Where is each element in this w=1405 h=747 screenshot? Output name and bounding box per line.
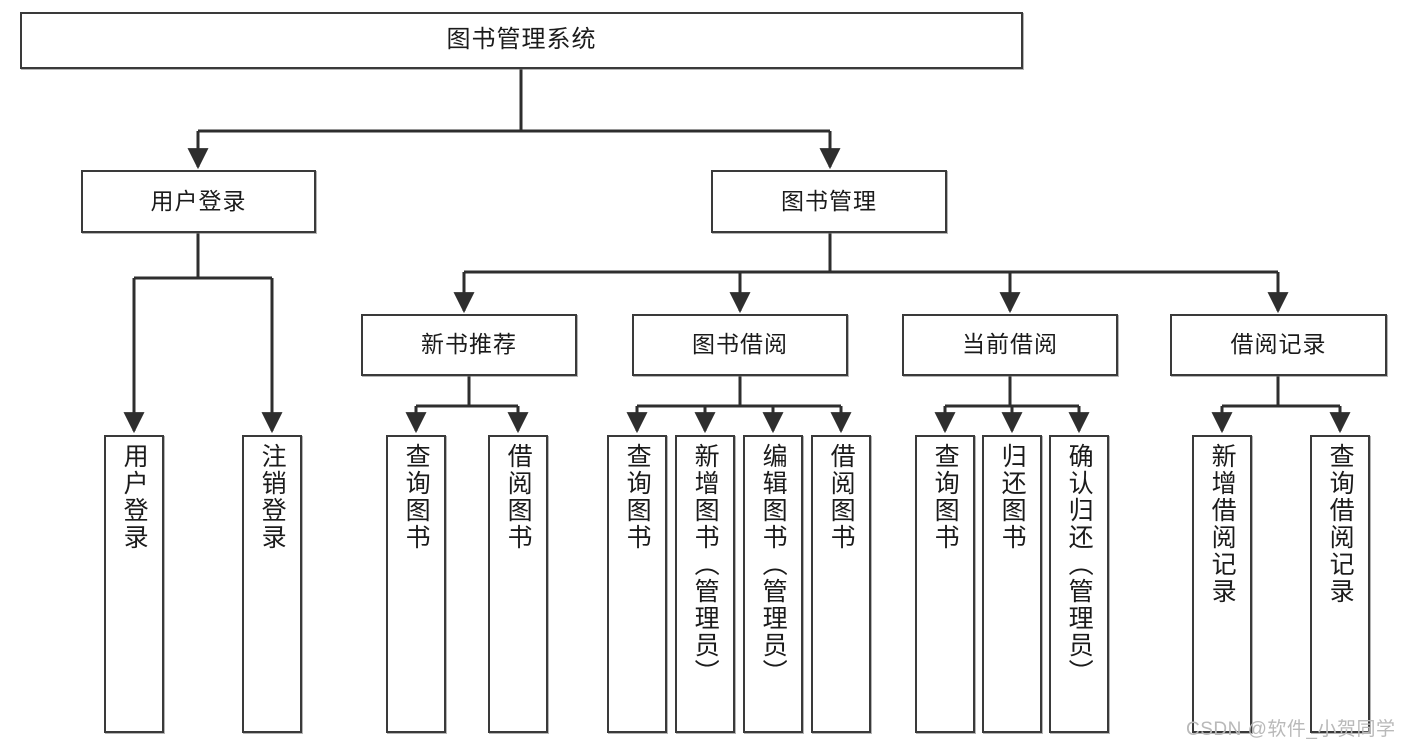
node-label: 新增借阅记录 (1208, 443, 1237, 605)
node-label: 查询图书 (402, 443, 431, 551)
node-root-book-management-system[interactable]: 图书管理系统 (20, 12, 1023, 69)
node-label: 新书推荐 (421, 331, 517, 358)
node-book-management[interactable]: 图书管理 (711, 170, 947, 233)
node-leaf-query-borrow-record[interactable]: 查询借阅记录 (1310, 435, 1370, 733)
node-label: 当前借阅 (962, 331, 1058, 358)
node-leaf-query-book-current[interactable]: 查询图书 (915, 435, 975, 733)
node-new-book-recommend[interactable]: 新书推荐 (361, 314, 577, 376)
node-label: 确认归还（管理员） (1065, 443, 1094, 686)
node-leaf-borrow-book-recommend[interactable]: 借阅图书 (488, 435, 548, 733)
node-leaf-add-borrow-record[interactable]: 新增借阅记录 (1192, 435, 1252, 733)
node-leaf-logout-login[interactable]: 注销登录 (242, 435, 302, 733)
node-leaf-return-book[interactable]: 归还图书 (982, 435, 1042, 733)
node-borrow-record[interactable]: 借阅记录 (1170, 314, 1387, 376)
node-leaf-borrow-book[interactable]: 借阅图书 (811, 435, 871, 733)
node-label: 图书管理系统 (446, 26, 597, 54)
watermark-text: CSDN @软件_小贺同学 (1186, 719, 1396, 740)
node-leaf-confirm-return[interactable]: 确认归还（管理员） (1049, 435, 1109, 733)
node-leaf-query-book-borrow[interactable]: 查询图书 (607, 435, 667, 733)
node-leaf-add-book[interactable]: 新增图书（管理员） (675, 435, 735, 733)
node-label: 图书管理 (781, 187, 877, 214)
node-label: 借阅记录 (1230, 331, 1327, 358)
node-label: 查询图书 (623, 443, 652, 551)
node-label: 借阅图书 (827, 443, 856, 551)
node-label: 用户登录 (120, 443, 149, 551)
node-label: 编辑图书（管理员） (759, 443, 788, 686)
node-current-borrow[interactable]: 当前借阅 (902, 314, 1118, 376)
node-book-borrow[interactable]: 图书借阅 (632, 314, 848, 376)
node-label: 归还图书 (998, 443, 1027, 551)
node-label: 新增图书（管理员） (691, 443, 720, 686)
node-label: 查询借阅记录 (1326, 443, 1355, 605)
node-user-login[interactable]: 用户登录 (81, 170, 316, 233)
node-label: 查询图书 (931, 443, 960, 551)
node-label: 注销登录 (258, 443, 287, 551)
node-label: 借阅图书 (504, 443, 533, 551)
node-leaf-edit-book[interactable]: 编辑图书（管理员） (743, 435, 803, 733)
node-label: 用户登录 (150, 187, 247, 214)
node-leaf-user-login[interactable]: 用户登录 (104, 435, 164, 733)
node-label: 图书借阅 (692, 331, 788, 358)
node-leaf-query-book-recommend[interactable]: 查询图书 (386, 435, 446, 733)
